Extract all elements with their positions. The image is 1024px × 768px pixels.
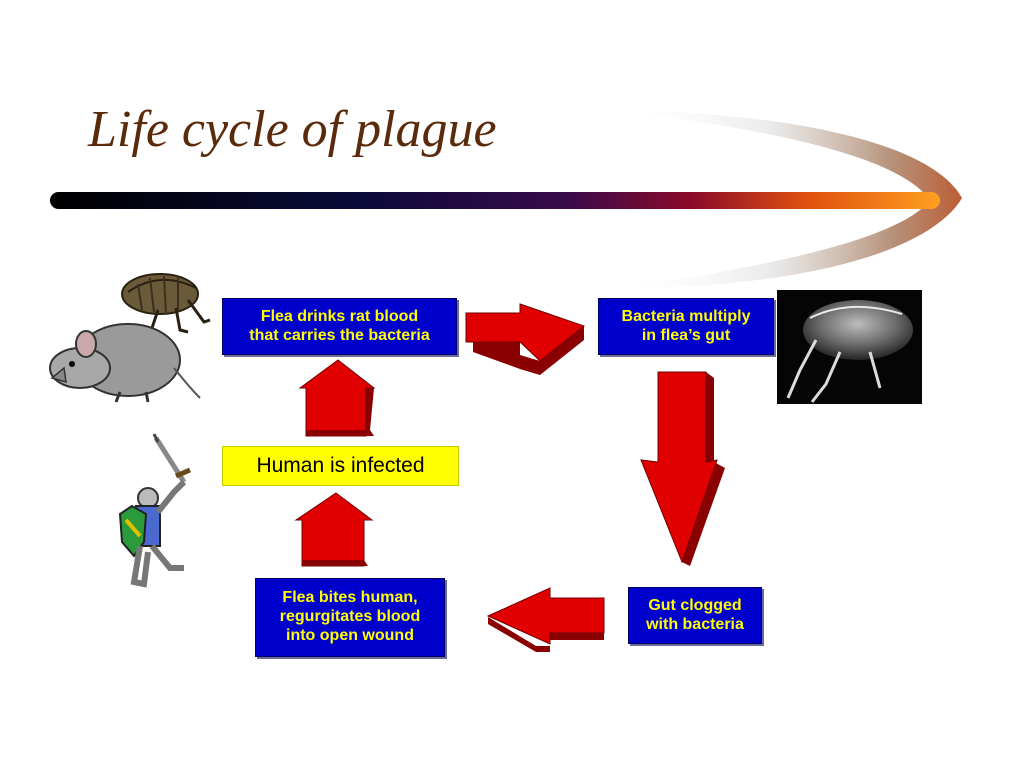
arrow-right	[465, 303, 586, 375]
arrow-down	[640, 371, 725, 566]
step-bacteria-multiply-text: Bacteria multiply in flea’s gut	[621, 307, 751, 344]
step-flea-bites-text: Flea bites human, regurgitates blood int…	[279, 589, 421, 644]
arrow-up-top	[298, 359, 376, 437]
comet-swoosh	[610, 110, 962, 288]
step-bacteria-multiply: Bacteria multiply in flea’s gut	[598, 298, 774, 355]
step-human-infected: Human is infected	[222, 446, 459, 486]
step-flea-bites: Flea bites human, regurgitates blood int…	[255, 578, 445, 657]
slide-title: Life cycle of plague	[88, 101, 497, 158]
title-underline-bar	[50, 192, 940, 209]
step-flea-drinks-text: Flea drinks rat blood that carries the b…	[249, 307, 430, 344]
arrow-up-bottom	[294, 492, 374, 567]
step-human-infected-text: Human is infected	[256, 453, 425, 477]
step-flea-drinks: Flea drinks rat blood that carries the b…	[222, 298, 457, 355]
step-gut-clogged: Gut clogged with bacteria	[628, 587, 762, 644]
step-gut-clogged-text: Gut clogged with bacteria	[646, 596, 744, 633]
arrow-left	[486, 587, 605, 652]
